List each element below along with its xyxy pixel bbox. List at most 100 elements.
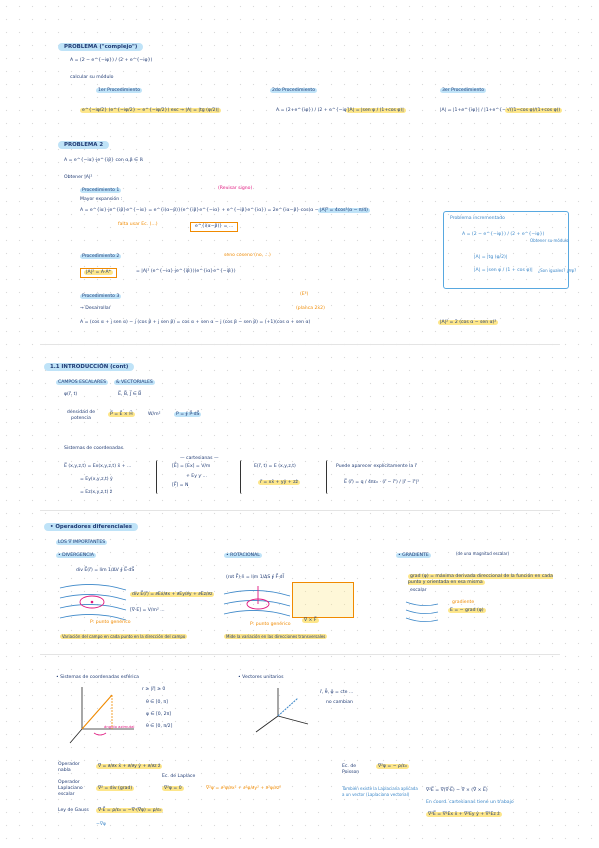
rot-title: • ROTACIONAL bbox=[224, 553, 262, 558]
gauss-label: Ley de Gauss bbox=[58, 808, 89, 813]
divider-1 bbox=[40, 344, 560, 345]
grad-result: E = − grad (φ) bbox=[448, 608, 486, 613]
proc2-note: seno coseno (no, ...) bbox=[224, 253, 271, 258]
section1-p3-result: √((1−cos φ)/(1+cos φ)) bbox=[505, 108, 563, 113]
section1-calc: calcular su módulo bbox=[70, 75, 114, 80]
coord-c10: E⃗ (r⃗) = q / 4πε₀ · (r⃗ − r⃗') / |r⃗ − … bbox=[344, 480, 419, 485]
side-title: Problema incrementado bbox=[450, 216, 505, 221]
coord-c5: + Ey y ... bbox=[186, 474, 207, 479]
grad-note: (de una magnitud escalar) bbox=[456, 551, 510, 556]
section2-eq-a: A = e^{−iα}·je^{iβ} con α,β ∈ ℝ bbox=[64, 158, 144, 163]
divider-2 bbox=[40, 510, 560, 511]
side-r2: |A| = |sen φ / (1 + cos φ)| bbox=[474, 268, 533, 273]
lap-expr: ∇² = div (grad) bbox=[96, 786, 135, 791]
proc1-result: |A|² = 4cos²(α − π/4) bbox=[318, 208, 370, 213]
side-r2-note: ¿Son iguales? ¿∀φ? bbox=[538, 268, 577, 273]
proc3-expr: A = (cos α + j sen α) − j (cos β + j sen… bbox=[80, 320, 311, 325]
proc2-rest: = |A|² (e^{−iα}·je^{iβ})(e^{iα}e^{−iβ}) bbox=[136, 269, 236, 274]
brace-2 bbox=[240, 460, 244, 494]
unit-title: • Vectores unitarios bbox=[238, 675, 284, 680]
coord-c6: [F⃗] = N bbox=[172, 483, 189, 488]
proc1-sub: Mayor expansión : bbox=[80, 197, 123, 202]
section2-title: PROBLEMA 2 bbox=[58, 141, 110, 149]
sistemas-label: Sistemas de coordenadas bbox=[64, 446, 124, 451]
section2-obtain: Obtener |A|² bbox=[64, 175, 93, 180]
unit-ex2: no cambian bbox=[326, 700, 353, 705]
unit-ex: r̂, θ̂, φ̂ = cte ... bbox=[320, 690, 354, 695]
nabla-expr: ∇⃗ = ∂/∂x x̂ + ∂/∂y ŷ + ∂/∂z ẑ bbox=[96, 764, 163, 769]
esf-r: r ≥ |r⃗| ≥ 0 bbox=[142, 687, 166, 692]
coord-c3: = Ez(x,y,z,t) ẑ bbox=[80, 490, 113, 495]
coord-c2: = Ey(x,y,z,t) ŷ bbox=[80, 477, 113, 482]
section1-p3-expr: |A| = |1+e^{iφ}| / |1+e^{−iφ}| · ... bbox=[440, 108, 524, 113]
esf-angle-label: ángulo azimutal bbox=[104, 724, 135, 729]
gauss-expr: ∇⃗·E⃗ = ρ/ε₀ = −∇⃗·(∇⃗φ) = ρ/ε₀ bbox=[96, 808, 164, 813]
unit-diagram bbox=[255, 688, 309, 733]
densidad-expr: P⃗ = E⃗ × H⃗ bbox=[108, 412, 135, 417]
grad-diagram bbox=[405, 601, 439, 622]
coord-c7: E(r⃗, t) = E (x,y,z,t) bbox=[254, 464, 296, 469]
section1-title: PROBLEMA ("complejo") bbox=[58, 43, 144, 51]
note-revisar-signo: (Revisar signo) bbox=[218, 186, 253, 191]
lap-exp: ∇²φ = ∂²φ/∂x² + ∂²φ/∂y² + ∂²φ/∂z² bbox=[206, 786, 282, 791]
proc3-note: (E²) bbox=[300, 292, 309, 297]
coord-c8: r⃗ = xx̂ + yŷ + zẑ bbox=[258, 480, 300, 485]
div-expr: div E⃗(r⃗) = ∂Ex/∂x + ∂Ey/∂y + ∂Ez/∂z bbox=[130, 592, 215, 597]
grad-title: • GRADIENTE bbox=[396, 553, 431, 558]
grad-label: gradiente bbox=[452, 600, 475, 605]
proc1-expr: A = e^{iα}·je^{iβ}e^{−iα} = e^{i(α−β)}(e… bbox=[80, 208, 330, 213]
side-box bbox=[443, 211, 569, 289]
section4-title: • Operadores diferenciales bbox=[44, 523, 138, 531]
section1-p2-label: 2do Procedimiento bbox=[270, 88, 318, 93]
brace-3 bbox=[326, 460, 330, 494]
proc1-label: Procedimiento 1 bbox=[80, 188, 122, 193]
grad-escalar: escalar bbox=[410, 588, 427, 593]
section3-title: 1.1 INTRODUCCIÓN (cont) bbox=[44, 363, 135, 371]
section1-p1-label: 1er Procedimiento bbox=[96, 88, 143, 93]
div-diagram bbox=[59, 584, 127, 621]
coord-c1: E⃗ (x,y,z,t) = Ex(x,y,z,t) x̂ + ... bbox=[64, 464, 132, 469]
esf-diagram bbox=[69, 687, 134, 744]
densidad-units: W/m² bbox=[148, 412, 161, 417]
rot-expr: ∇ × F⃗ bbox=[302, 618, 319, 623]
vec-cart-eq: ∇²E⃗ = ∇²Ex x̂ + ∇²Ey ŷ + ∇²Ez ẑ bbox=[426, 812, 502, 817]
poisson-label: Ec. de Poisson bbox=[342, 764, 360, 775]
esf-title: • Sistemas de coordenadas esférica bbox=[56, 675, 139, 680]
campos-escalares: CAMPOS ESCALARES bbox=[56, 380, 109, 385]
rot-diagram bbox=[223, 586, 291, 617]
div-foot: Variación del campo en cada punto en la … bbox=[60, 634, 188, 639]
proc3-note2: (planca 2x2) bbox=[296, 306, 325, 311]
flux-expr: P = ∮ P⃗·dS⃗ bbox=[174, 412, 202, 417]
col-cartesianas: — cartesianas — bbox=[180, 456, 219, 461]
div-title: • DIVERGENCIA bbox=[56, 553, 96, 558]
campos-vectoriales: & VECTORIALES bbox=[114, 380, 155, 385]
gauss-res: −∇φ bbox=[96, 822, 106, 827]
vec-lap: También existe la Laplaciana aplicada a … bbox=[342, 786, 418, 797]
proc3-result: |A|² = 2 (cos α − sen α)² bbox=[438, 320, 499, 325]
proc1-box: e^{i(α−β)} = ... bbox=[190, 222, 239, 232]
coord-c9: Puede aparecer explícitamente la r⃗ bbox=[336, 464, 417, 469]
side-r1: |A| = |tg (φ/2)| bbox=[474, 255, 508, 260]
esf-ph2: θ ∈ [0, π/2] bbox=[146, 724, 173, 729]
note-quitar: falta usar Ec. (...) bbox=[118, 222, 158, 227]
grad-def: grad (φ) = máxima derivada direccional d… bbox=[408, 574, 553, 585]
lap-note: Ec. de Laplace bbox=[162, 774, 196, 779]
rot-point-label: P: punto genérico bbox=[250, 622, 291, 627]
div-units: [∇·E] = V/m² ... bbox=[130, 608, 165, 613]
section1-eq-a: A = (2 − e^{−iφ}) / (2 + e^{−iφ}) bbox=[70, 58, 153, 63]
section1-p2-result: |A| = |sen φ / (1+cos φ)| bbox=[346, 108, 406, 113]
divider-3 bbox=[40, 654, 560, 655]
side-obtain: Obtener su módulo bbox=[530, 238, 569, 243]
vec-cart: En coord. cartesianas tiene un trabajo bbox=[426, 800, 514, 805]
vec-eq: ∇²E⃗ = ∇⃗(∇⃗·E⃗) − ∇⃗ × (∇⃗ × E⃗) bbox=[426, 788, 488, 793]
esf-ph: φ ∈ [0, 2π] bbox=[146, 712, 172, 717]
poisson-eq: ∇²φ = − ρ/ε₀ bbox=[376, 764, 409, 769]
brace-1 bbox=[156, 460, 160, 494]
los-nabla: LOS ∇ IMPORTANTES bbox=[56, 540, 108, 545]
proc3-label: Procedimiento 3 bbox=[80, 294, 122, 299]
rot-def: (rot F⃗)·n̂ = lím 1/ΔS ∮ F⃗·dl⃗ bbox=[226, 575, 284, 580]
coord-c4: [E⃗] = [Ex] = V/m bbox=[172, 464, 211, 469]
div-point-label: P: punto genérico bbox=[90, 620, 131, 625]
lap-label: Operador Laplaciano escalar bbox=[58, 780, 83, 797]
rot-matrix bbox=[292, 582, 354, 618]
